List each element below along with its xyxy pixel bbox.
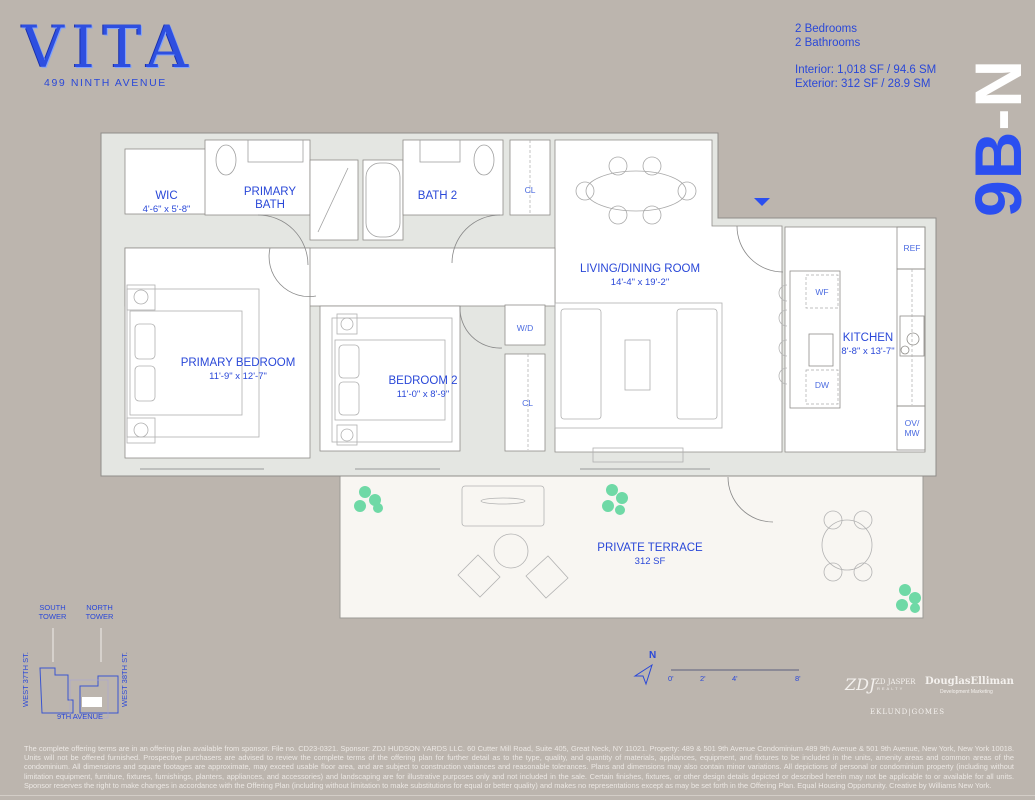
living-name: LIVING/DINING ROOM [579,263,701,275]
douglas-elliman-logo: DouglasElliman [925,676,1014,687]
north-tower-label: NORTH TOWER [82,603,117,621]
living-dim: 14'-4" x 19'-2" [610,277,670,288]
west-38th-label: WEST 38TH ST. [119,652,129,707]
bedrooms-count: 2 Bedrooms [795,23,858,35]
credits-logos: ZDJ ZD JASPER REALTY DouglasElliman Deve… [845,675,1030,720]
room-label-kitchen: KITCHEN 8'-8" x 13'-7" [838,332,898,358]
scale-line [671,669,799,671]
primary-bath-name2: BATH [255,199,285,211]
zd-jasper-sub: REALTY [877,686,905,691]
entry-marker-icon [754,198,770,206]
south-tower-line1: SOUTH [39,603,66,612]
room-label-wic: WIC 4'-6" x 5'-8" [125,190,208,216]
bedroom2-dim: 11'-0" x 8'-9" [396,389,450,400]
refrigerator-label: REF [903,243,921,253]
north-label: N [649,650,657,661]
bathrooms-count: 2 Bathrooms [795,37,861,49]
kitchen-name: KITCHEN [842,332,894,344]
scale-tick: 2' [700,674,706,683]
primary-bedroom-dim: 11'-9" x 12'-7" [209,371,267,382]
primary-bath-name: PRIMARY [243,186,297,198]
interior-area: Interior: 1,018 SF / 94.6 SM [795,64,937,76]
south-tower-label: SOUTH TOWER [35,603,70,621]
closet-label-2: CL [522,398,533,408]
microwave-label: MW [904,428,920,438]
terrace-dim: 312 SF [634,556,666,567]
wine-fridge-label: WF [815,287,829,297]
oven-microwave-label: OV/ MW [899,418,925,438]
north-tower-line2: TOWER [85,612,114,621]
room-label-bedroom-2: BEDROOM 2 11'-0" x 8'-9" [378,375,468,401]
legal-disclaimer: The complete offering terms are in an of… [24,744,1014,790]
room-label-primary-bedroom: PRIMARY BEDROOM 11'-9" x 12'-7" [168,357,308,383]
terrace-name: PRIVATE TERRACE [597,542,703,554]
primary-bedroom-name: PRIMARY BEDROOM [180,357,296,369]
douglas-elliman-sub: Development Marketing [940,689,993,695]
key-plan: SOUTH TOWER NORTH TOWER WEST 37TH ST. WE… [20,600,140,725]
bottom-divider [0,795,1035,796]
dishwasher-label: DW [814,380,830,390]
zdj-logo: ZDJ [845,675,876,694]
scale-bar: 0' 2' 4' 8' [668,664,808,694]
south-tower-line2: TOWER [38,612,67,621]
scale-tick: 4' [732,674,738,683]
zd-jasper-logo: ZD JASPER [875,678,916,686]
key-plan-drawing [39,628,119,719]
vita-logo: VITA [22,13,197,81]
north-tower-line1: NORTH [86,603,113,612]
terrace-area [339,475,924,619]
eklund-gomes-logo: EKLUND|GOMES [870,708,946,716]
floor-plan [100,132,937,619]
unit-specs: 2 Bedrooms 2 Bathrooms Interior: 1,018 S… [795,22,936,91]
kitchen-dim: 8'-8" x 13'-7" [841,346,895,357]
compass-arrow-icon [633,663,653,686]
scale-tick: 8' [795,674,801,683]
west-37th-label: WEST 37TH ST. [20,652,30,707]
room-label-primary-bath: PRIMARY BATH [230,186,310,212]
building-address: 499 NINTH AVENUE [44,77,167,89]
closet-label-1: CL [524,185,536,195]
room-label-living: LIVING/DINING ROOM 14'-4" x 19'-2" [560,263,720,289]
washer-dryer-label: W/D [516,323,534,333]
scale-tick: 0' [668,674,674,683]
wic-name: WIC [155,190,178,202]
plant-icon [354,484,921,613]
oven-label: OV/ [904,418,920,428]
bedroom2-name: BEDROOM 2 [388,375,458,387]
room-label-bath-2: BATH 2 [417,190,458,202]
wic-dim: 4'-6" x 5'-8" [142,204,191,215]
exterior-area: Exterior: 312 SF / 28.9 SM [795,78,931,90]
room-label-terrace: PRIVATE TERRACE 312 SF [590,542,710,568]
ninth-avenue-label: 9TH AVENUE [56,712,104,721]
